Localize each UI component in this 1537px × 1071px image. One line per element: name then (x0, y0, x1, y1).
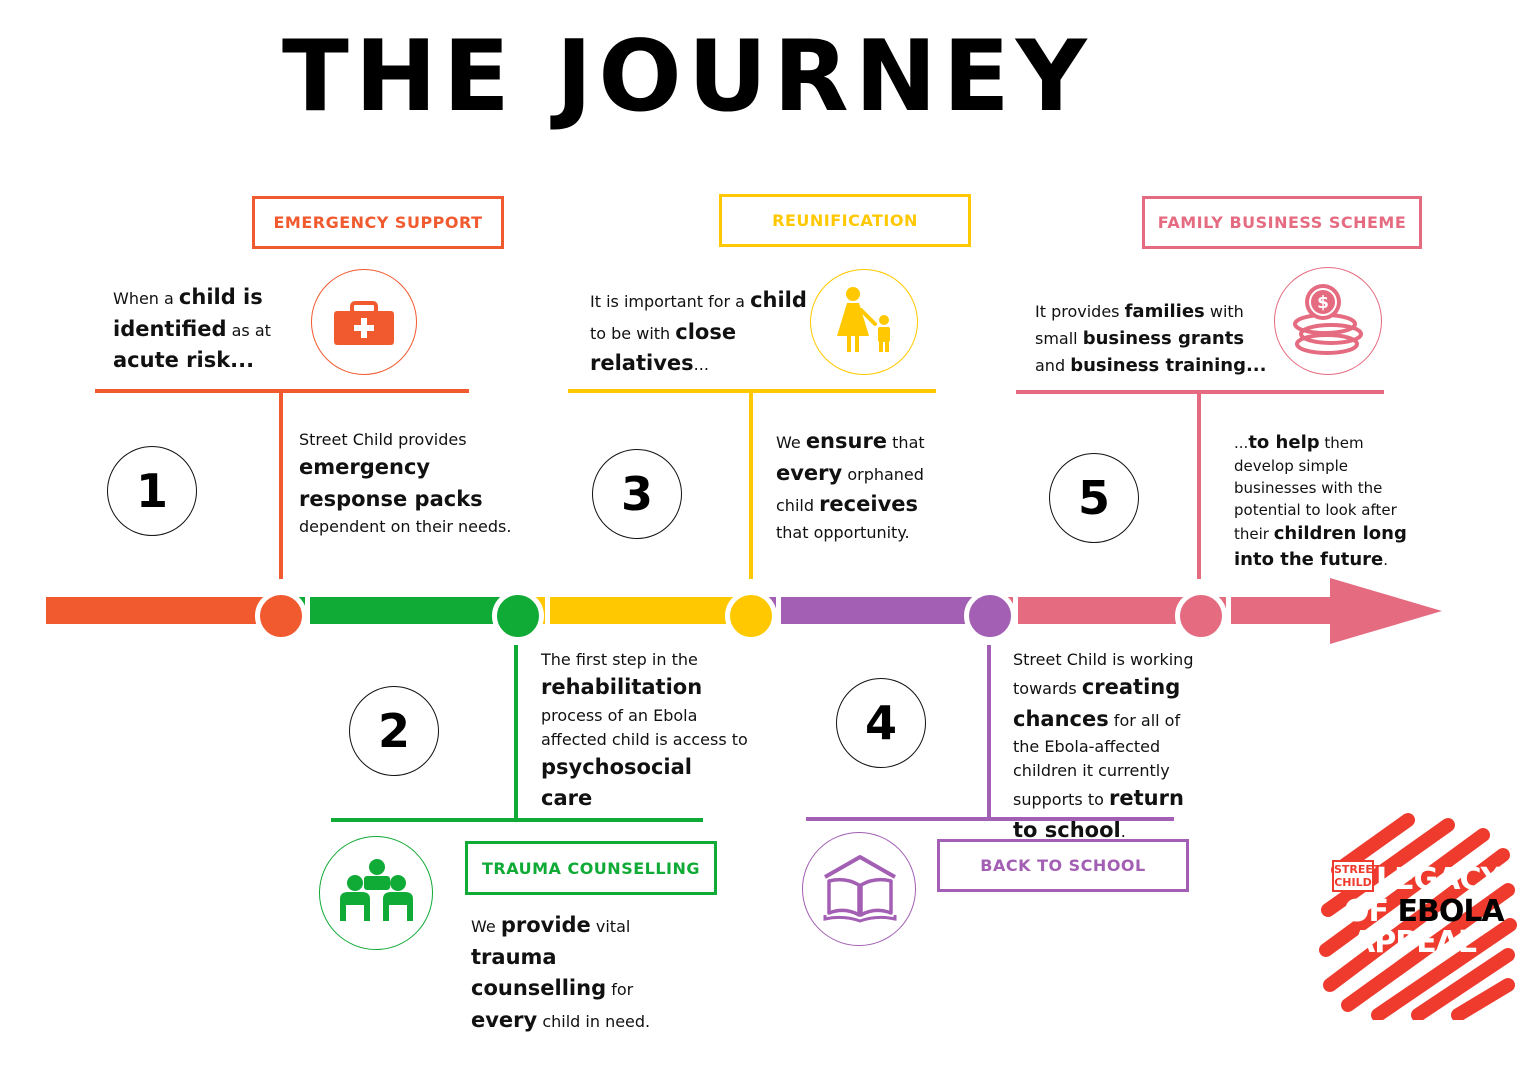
timeline-dot-2 (492, 590, 544, 642)
svg-text:$: $ (1317, 293, 1329, 313)
timeline-dot-3 (725, 590, 777, 642)
legacy-of-ebola-appeal-logo: STREET CHILD LEGACY OF EBOLA APPEAL (1318, 810, 1518, 1020)
stage-5-icon-circle: $ (1274, 267, 1382, 375)
stage-2-intro-text: The first step in the rehabilitation pro… (541, 650, 748, 810)
stage-5-intro-text: It provides families with small business… (1035, 301, 1267, 376)
timeline-segment-pink (990, 597, 1350, 624)
stage-2-label: TRAUMA COUNSELLING (465, 841, 717, 895)
stage-3-icon-circle (810, 269, 918, 375)
stage-4-connector (987, 645, 991, 820)
stage-5-detail-text: ...to help them develop simple businesse… (1234, 432, 1407, 571)
timeline-segment-purple (752, 597, 990, 624)
open-book-house-icon (823, 855, 897, 923)
timeline-segment-orange (46, 597, 276, 624)
scribble-background (1319, 813, 1517, 1020)
stage-1-intro-text: When a child is identified as at acute r… (113, 285, 271, 372)
timeline-gap (776, 597, 781, 624)
stage-4-detail-text: Street Child is working towards creating… (1013, 650, 1194, 842)
logo-line-of-ebola: OF EBOLA (1344, 894, 1505, 929)
mother-child-icon (837, 287, 890, 352)
stage-5-number: 5 (1049, 453, 1139, 543)
stage-2-icon-circle (319, 836, 433, 950)
stage-1-label: EMERGENCY SUPPORT (252, 196, 504, 249)
timeline-segment-yellow (518, 597, 750, 624)
first-aid-kit-icon (334, 301, 394, 345)
stage-2-detail-text: We provide vital trauma counselling for … (471, 913, 651, 1032)
group-people-icon (340, 859, 413, 921)
stage-3-intro-text: It is important for a child to be with c… (590, 288, 807, 375)
timeline-arrow-head (1330, 578, 1442, 644)
stage-4-divider (806, 817, 1174, 821)
stage-5-label: FAMILY BUSINESS SCHEME (1142, 196, 1422, 249)
stage-2-connector (514, 645, 518, 820)
timeline-dot-1 (255, 590, 307, 642)
stage-3-connector (749, 391, 753, 579)
timeline-gap (305, 597, 310, 624)
coins-stack-icon: $ (1293, 284, 1363, 355)
stage-3-label: REUNIFICATION (719, 194, 971, 247)
timeline-dot-4 (964, 590, 1016, 642)
stage-4-number: 4 (836, 678, 926, 768)
page-title: THE JOURNEY (282, 20, 1093, 134)
logo-line-legacy: LEGACY (1376, 862, 1502, 897)
timeline-dot-5 (1175, 590, 1227, 642)
stage-3-detail-text: We ensure that every orphaned child rece… (776, 429, 925, 542)
timeline-gap (545, 597, 550, 624)
stage-2-number: 2 (349, 686, 439, 776)
timeline-segment-green (282, 597, 518, 624)
logo-line-appeal: APPEAL (1352, 925, 1477, 960)
stage-2-divider (331, 818, 703, 822)
street-child-badge: STREET CHILD (1332, 860, 1380, 892)
stage-4-icon-circle (802, 832, 916, 946)
stage-5-connector (1197, 392, 1201, 579)
stage-4-label: BACK TO SCHOOL (937, 839, 1189, 892)
stage-3-number: 3 (592, 449, 682, 539)
stage-1-number: 1 (107, 446, 197, 536)
timeline-gap (1226, 597, 1231, 624)
stage-1-connector (279, 391, 283, 579)
stage-1-detail-text: Street Child provides emergency response… (299, 430, 512, 536)
stage-1-icon-circle (311, 269, 417, 375)
